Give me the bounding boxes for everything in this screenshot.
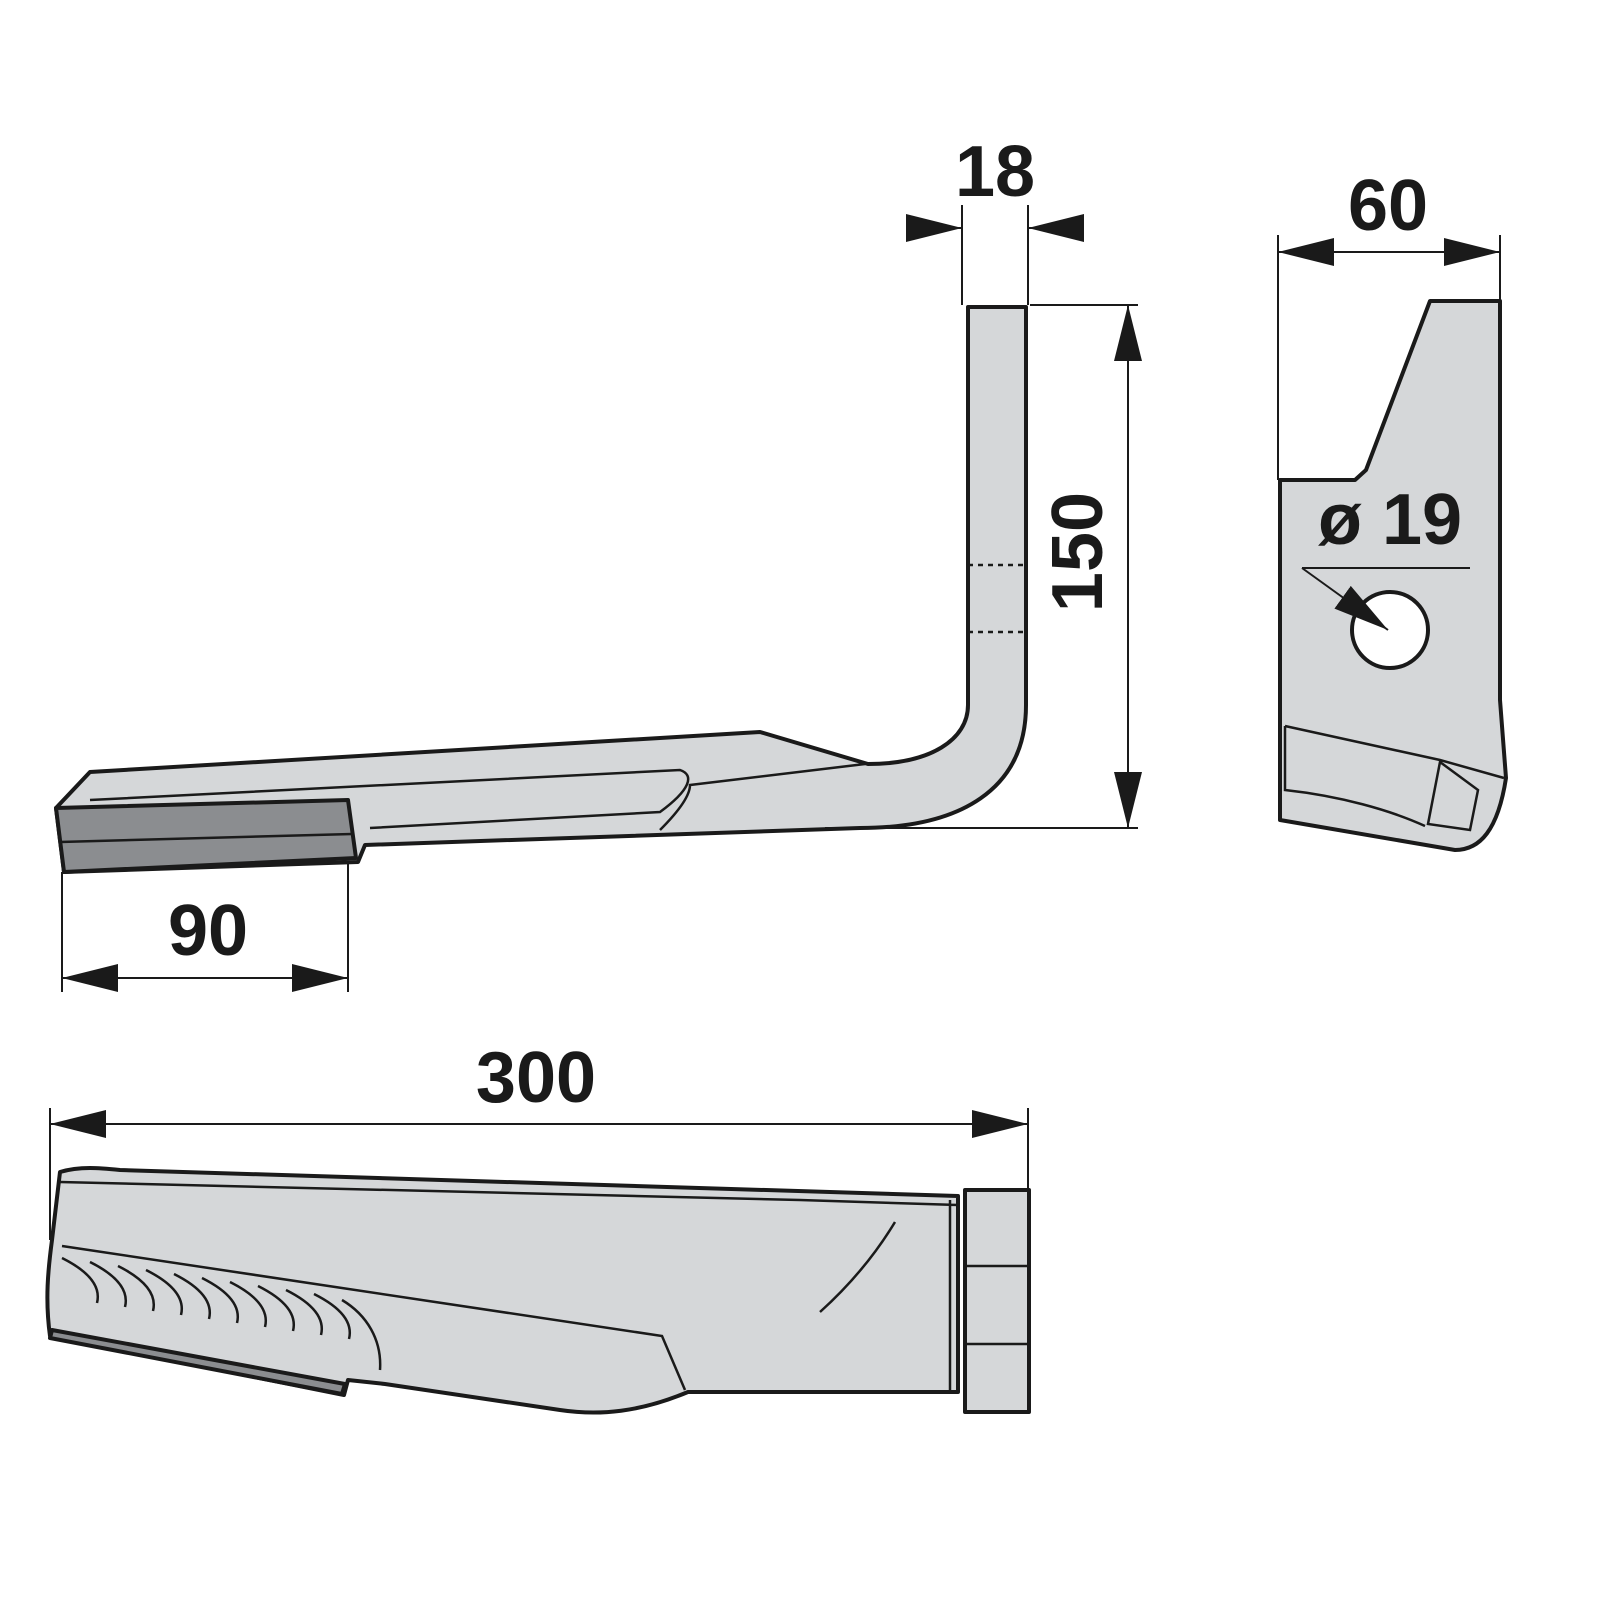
dimension-label-thickness: 18 — [955, 132, 1035, 212]
carbide-insert — [54, 798, 358, 874]
weld-beads — [61, 1256, 382, 1371]
dimension-width: 60 — [1277, 166, 1501, 480]
dimension-insert-length: 90 — [61, 862, 349, 992]
top-view — [45, 1166, 1031, 1415]
dimension-height: 150 — [825, 304, 1142, 829]
dimension-label-width: 60 — [1348, 166, 1428, 246]
dimension-label-hole: ø 19 — [1318, 480, 1462, 560]
dimension-label-insert-length: 90 — [168, 891, 248, 971]
blade-top-body — [45, 1166, 960, 1415]
blade-end-block — [963, 1188, 1031, 1414]
blade-groove — [89, 762, 866, 831]
dimension-thickness: 18 — [906, 132, 1084, 305]
dimension-hole: ø 19 — [1301, 480, 1470, 631]
side-view — [54, 305, 1028, 874]
dimension-total-length: 300 — [49, 1038, 1029, 1240]
blade-end-body — [1278, 299, 1508, 852]
dimension-label-height: 150 — [1038, 492, 1118, 612]
blade-side-body — [54, 305, 1028, 874]
insert-edge — [48, 1328, 347, 1396]
mounting-hole — [1350, 590, 1430, 670]
dimension-label-total-length: 300 — [476, 1038, 596, 1118]
end-bevel — [1283, 724, 1505, 832]
top-bevel-lines — [59, 1180, 959, 1391]
insert-edge-line — [59, 832, 353, 844]
